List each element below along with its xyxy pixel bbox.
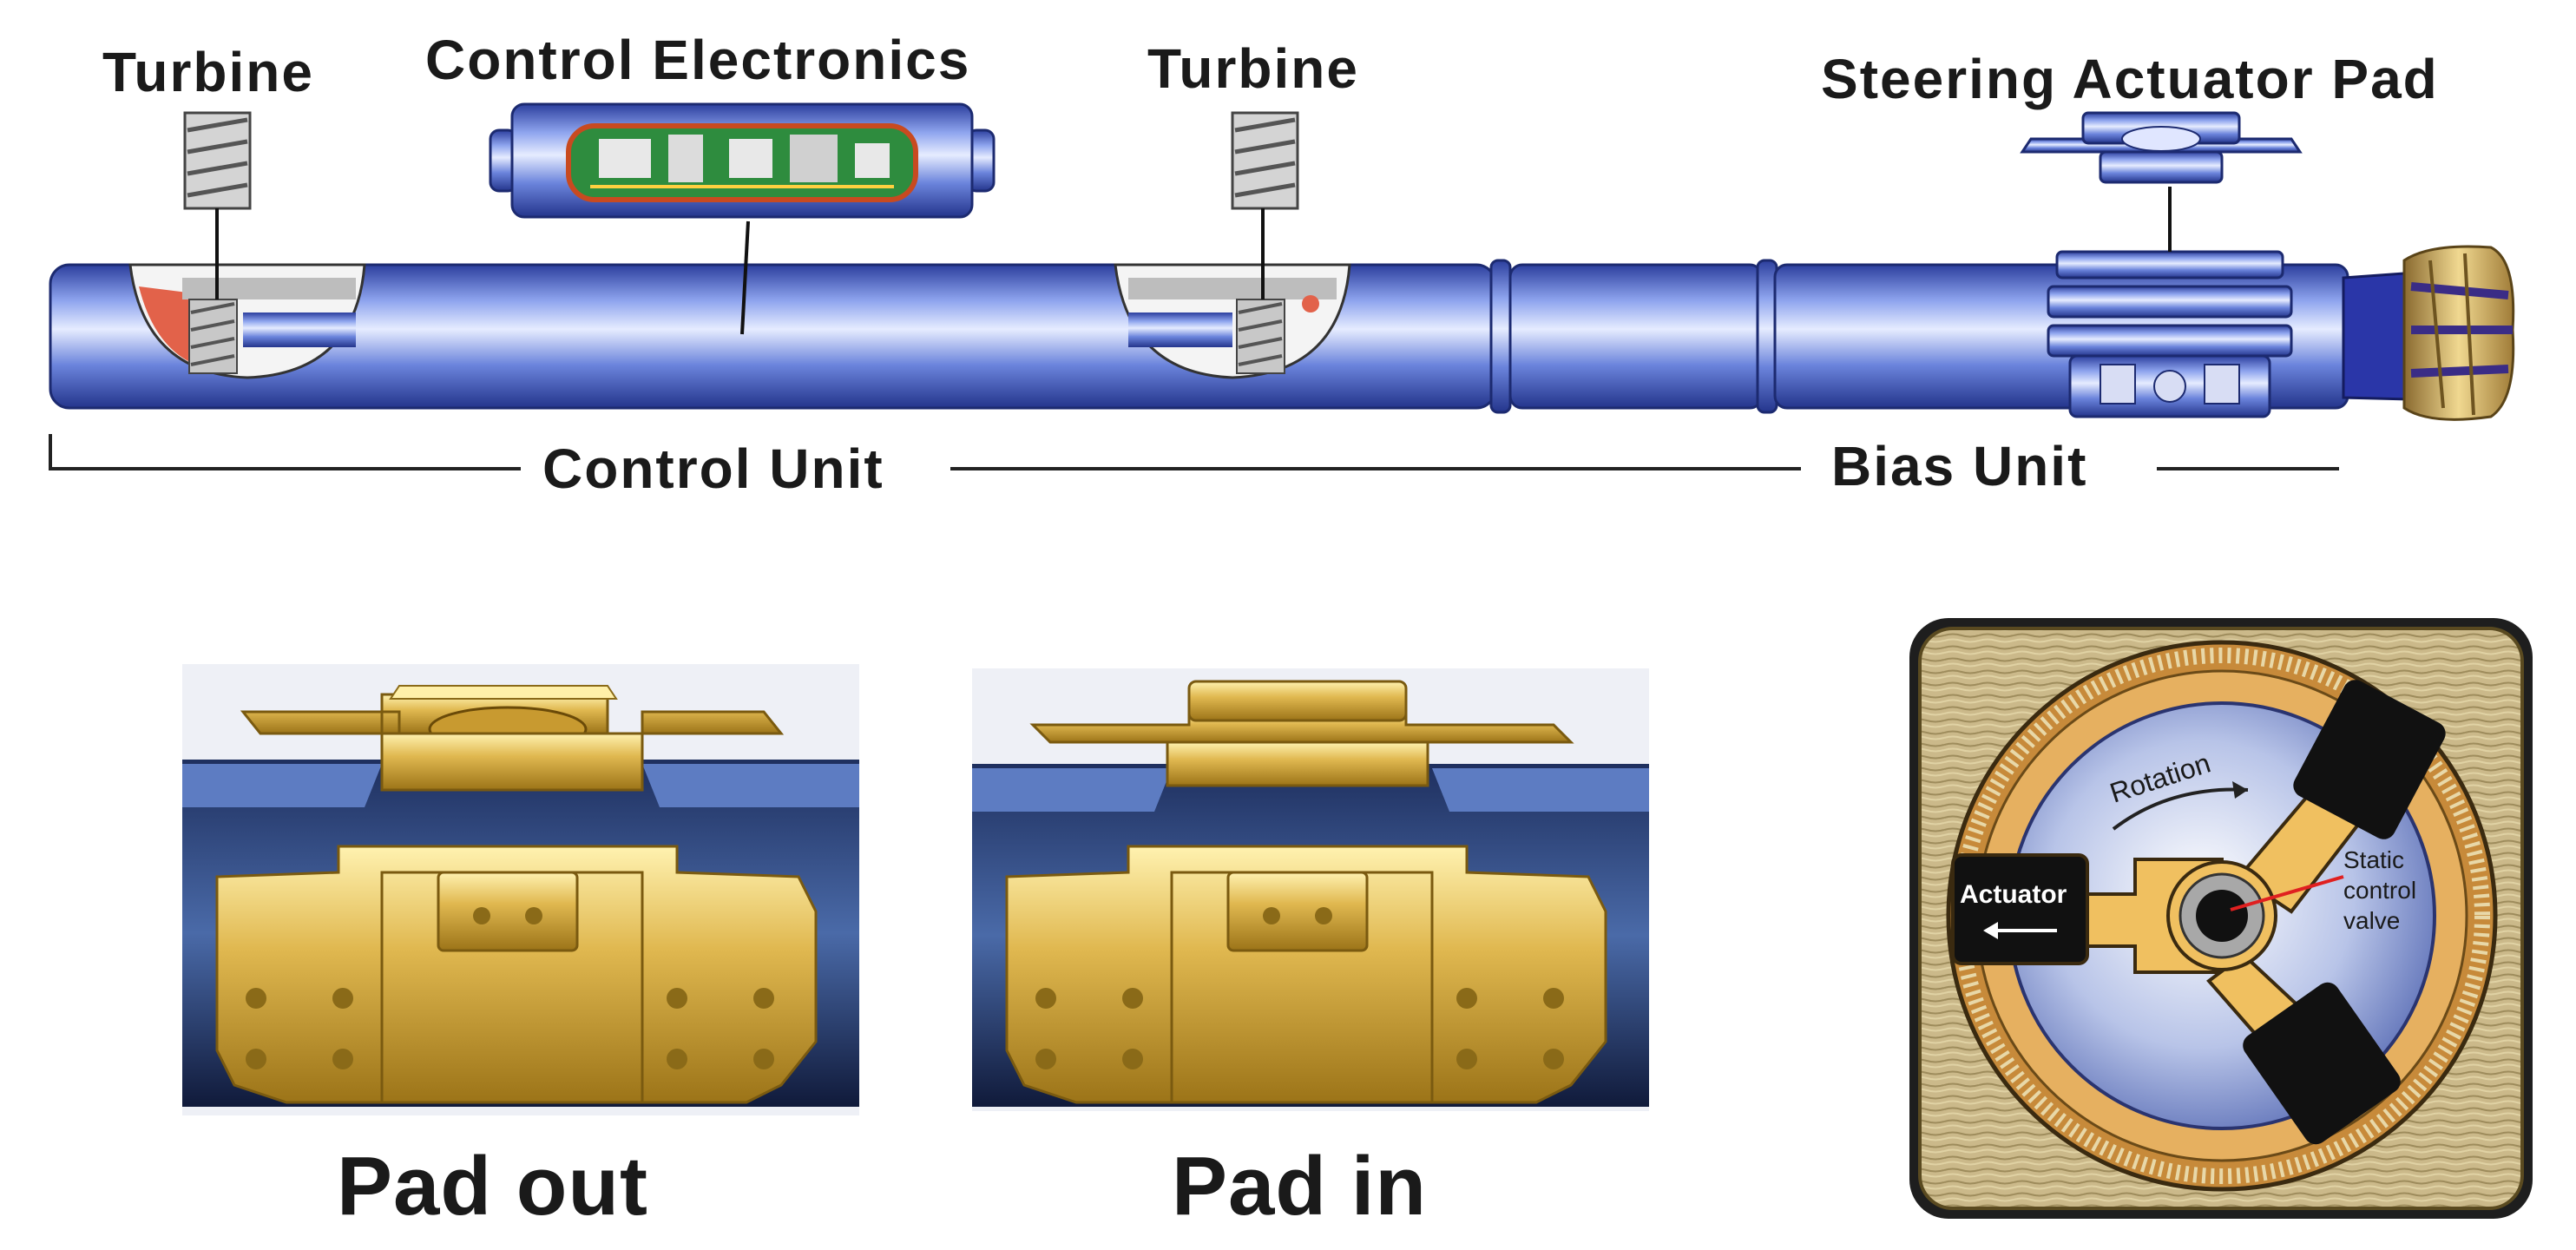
actuator-label: Actuator: [1960, 880, 2067, 909]
static-control-valve-diagram: Rotation Actuator Static control valve: [1909, 618, 2533, 1219]
turbine-icon-right: [1231, 111, 1299, 210]
turbine-right-label: Turbine: [1147, 37, 1359, 100]
static-label-line2: control: [2343, 877, 2416, 904]
pad-in-photo: [972, 668, 1649, 1111]
pad-in-caption: Pad in: [1172, 1140, 1428, 1233]
static-label-line1: Static: [2343, 846, 2404, 873]
pad-out-photo: [182, 664, 859, 1115]
control-electronics-module: [489, 102, 996, 219]
actuator-pad: [1951, 853, 2089, 965]
turbine-cutaway-left: [128, 263, 366, 379]
turbine-left-label: Turbine: [102, 41, 314, 103]
leader-lines: [215, 187, 2172, 335]
bias-unit-label: Bias Unit: [1831, 435, 2088, 497]
static-label-line3: valve: [2343, 907, 2400, 934]
control-electronics-label: Control Electronics: [425, 29, 971, 91]
bit-sub: [2342, 272, 2410, 401]
turbine-cutaway-right: [1114, 263, 1351, 379]
unit-bracket: [49, 434, 2339, 470]
steering-actuator-pad-label: Steering Actuator Pad: [1821, 48, 2439, 110]
drill-tool: [49, 245, 2515, 421]
steering-pad-icon: [2020, 111, 2303, 184]
pad-out-caption: Pad out: [337, 1140, 648, 1233]
tube-joint: [1489, 259, 1512, 414]
middle-tube: [1508, 263, 1764, 410]
turbine-icon-left: [183, 111, 252, 210]
bias-pad-housing: [2047, 250, 2293, 418]
drill-bit: [2402, 245, 2515, 421]
control-unit-label: Control Unit: [542, 438, 884, 500]
